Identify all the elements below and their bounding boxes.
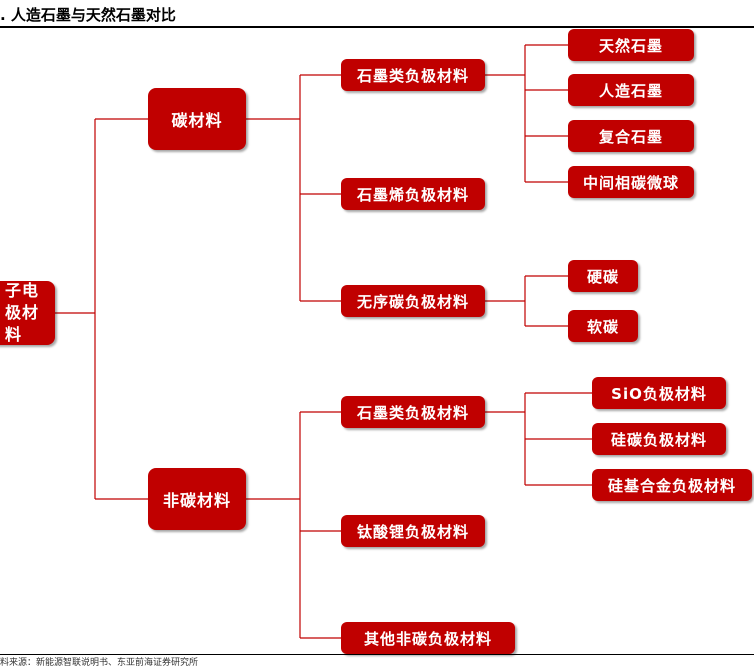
node-lithium-titanate-anode: 钛酸锂负极材料 xyxy=(341,515,485,547)
node-hard-carbon: 硬碳 xyxy=(568,260,638,292)
connector-silicon xyxy=(485,392,592,486)
node-carbon-materials: 碳材料 xyxy=(148,88,246,150)
node-artificial-graphite: 人造石墨 xyxy=(568,74,694,106)
node-noncarbon-materials: 非碳材料 xyxy=(148,468,246,530)
title-divider xyxy=(0,26,754,28)
connector-disordered xyxy=(485,275,568,327)
connector-noncarbon xyxy=(246,411,341,639)
node-soft-carbon: 软碳 xyxy=(568,310,638,342)
connector-graphite xyxy=(485,44,568,183)
node-graphite-anode-noncarbon: 石墨类负极材料 xyxy=(341,396,485,428)
connector-root xyxy=(55,118,148,500)
connector-carbon xyxy=(246,74,341,302)
footer-divider xyxy=(0,654,754,655)
node-silicon-alloy-anode: 硅基合金负极材料 xyxy=(592,469,752,501)
node-root: 子电 极材 料 xyxy=(0,281,55,345)
node-mesocarbon-microbeads: 中间相碳微球 xyxy=(568,166,694,198)
source-note: 料来源：新能源智联说明书、东亚前海证券研究所 xyxy=(0,658,199,668)
node-natural-graphite: 天然石墨 xyxy=(568,29,694,61)
node-other-noncarbon-anode: 其他非碳负极材料 xyxy=(341,622,515,654)
node-graphene-anode: 石墨烯负极材料 xyxy=(341,178,485,210)
node-composite-graphite: 复合石墨 xyxy=(568,120,694,152)
node-silicon-carbon-anode: 硅碳负极材料 xyxy=(592,423,726,455)
node-sio-anode: SiO负极材料 xyxy=(592,377,726,409)
node-disordered-carbon-anode: 无序碳负极材料 xyxy=(341,285,485,317)
node-graphite-anode: 石墨类负极材料 xyxy=(341,59,485,91)
figure-title: . 人造石墨与天然石墨对比 xyxy=(0,6,176,24)
